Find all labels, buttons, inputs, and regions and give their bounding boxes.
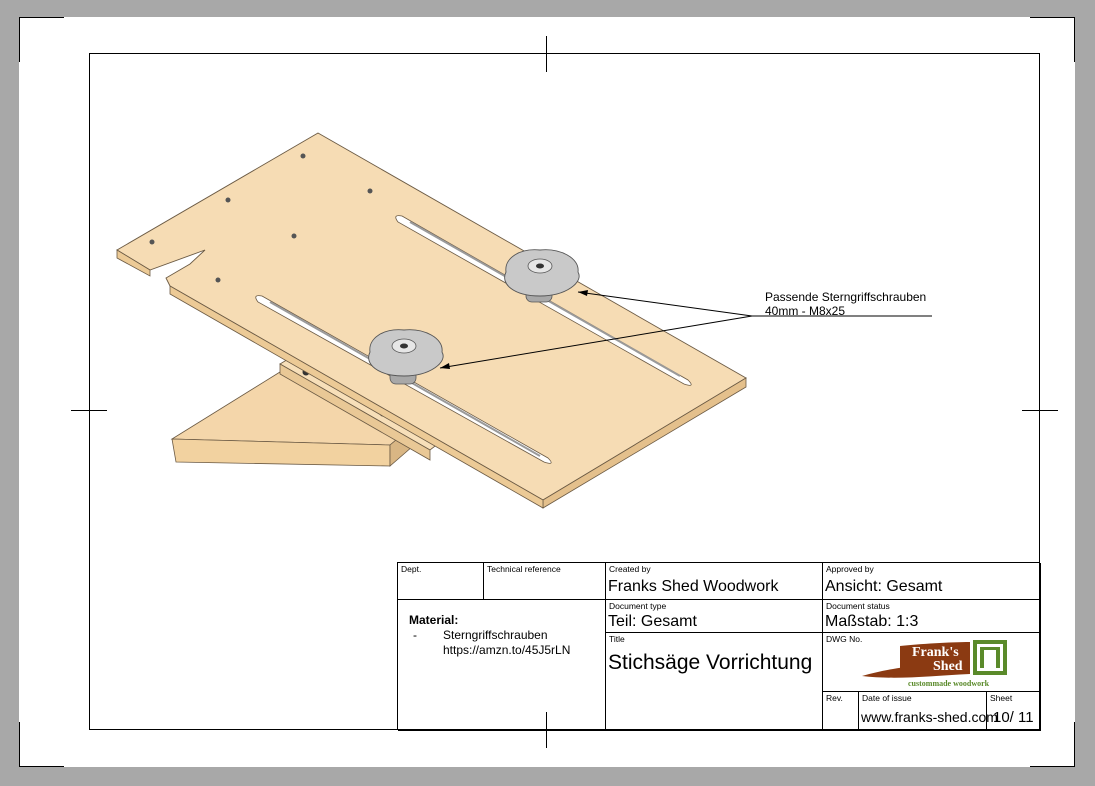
corner-mark — [19, 17, 20, 62]
date-label: Date of issue — [862, 693, 912, 703]
drawing-frame — [89, 53, 1040, 730]
tech-ref-label: Technical reference — [487, 564, 561, 574]
annotation-line2: 40mm - M8x25 — [765, 304, 846, 318]
dwg-label: DWG No. — [826, 634, 863, 644]
title-label: Title — [609, 634, 625, 644]
material-title: Material: — [409, 613, 459, 627]
title-value: Stichsäge Vorrichtung — [608, 651, 813, 674]
star-knob-upper — [504, 249, 580, 303]
annotation-leaders — [439, 290, 932, 369]
doc-type-cell: Document type Teil: Gesamt — [606, 600, 823, 633]
material-dash: - — [413, 628, 417, 642]
doc-type-value: Teil: Gesamt — [608, 613, 697, 630]
star-knob-lower — [368, 329, 444, 385]
center-mark-right — [1022, 410, 1058, 411]
tech-ref-cell: Technical reference — [484, 563, 606, 600]
corner-mark — [19, 722, 20, 767]
doc-status-cell: Document status Maßstab: 1:3 — [823, 600, 1041, 633]
created-by-value: Franks Shed Woodwork — [608, 578, 779, 595]
rev-cell: Rev. — [823, 692, 859, 731]
sheet-label: Sheet — [990, 693, 1013, 703]
doc-status-label: Document status — [826, 601, 890, 611]
corner-mark — [19, 17, 64, 18]
dwg-cell: DWG No. — [823, 633, 1041, 692]
material-item: Sterngriffschrauben — [443, 628, 548, 642]
date-cell: Date of issue www.franks-shed.com — [859, 692, 998, 731]
rev-label: Rev. — [826, 693, 843, 703]
logo-graphic: Frank's Shed custommade woodwork — [862, 640, 1007, 688]
logo-line2: Shed — [933, 659, 963, 674]
corner-mark — [1030, 766, 1075, 767]
center-mark-left — [71, 410, 107, 411]
dept-label: Dept. — [401, 564, 422, 574]
corner-mark — [19, 766, 64, 767]
corner-mark — [1074, 722, 1075, 767]
created-by-label: Created by — [609, 564, 651, 574]
corner-mark — [1030, 17, 1075, 18]
title-cell: Title Stichsäge Vorrichtung — [606, 633, 823, 731]
doc-type-label: Document type — [609, 601, 667, 611]
material-link[interactable]: https://amzn.to/45J5rLN — [443, 643, 571, 657]
sheet-cell: Sheet 10/ 11 — [987, 692, 1041, 731]
dept-cell: Dept. — [398, 563, 484, 600]
center-mark-top — [546, 36, 547, 72]
corner-mark — [1074, 17, 1075, 62]
approved-by-cell: Approved by Ansicht: Gesamt — [823, 563, 1041, 600]
title-block: Dept. Technical reference Created by Fra… — [397, 562, 1041, 731]
approved-by-value: Ansicht: Gesamt — [825, 578, 943, 595]
logo-tagline: custommade woodwork — [908, 679, 990, 688]
logo-line1: Frank's — [912, 645, 959, 660]
doc-status-value: Maßstab: 1:3 — [825, 613, 919, 630]
date-value[interactable]: www.franks-shed.com — [861, 709, 998, 725]
sheet-value: 10/ 11 — [993, 709, 1034, 726]
approved-by-label: Approved by — [826, 564, 874, 574]
annotation-line1: Passende Sterngriffschrauben — [765, 290, 927, 304]
company-logo: Frank's Shed custommade woodwork — [860, 640, 1010, 692]
material-cell: Material: - Sterngriffschrauben https://… — [398, 600, 606, 731]
created-by-cell: Created by Franks Shed Woodwork — [606, 563, 823, 600]
